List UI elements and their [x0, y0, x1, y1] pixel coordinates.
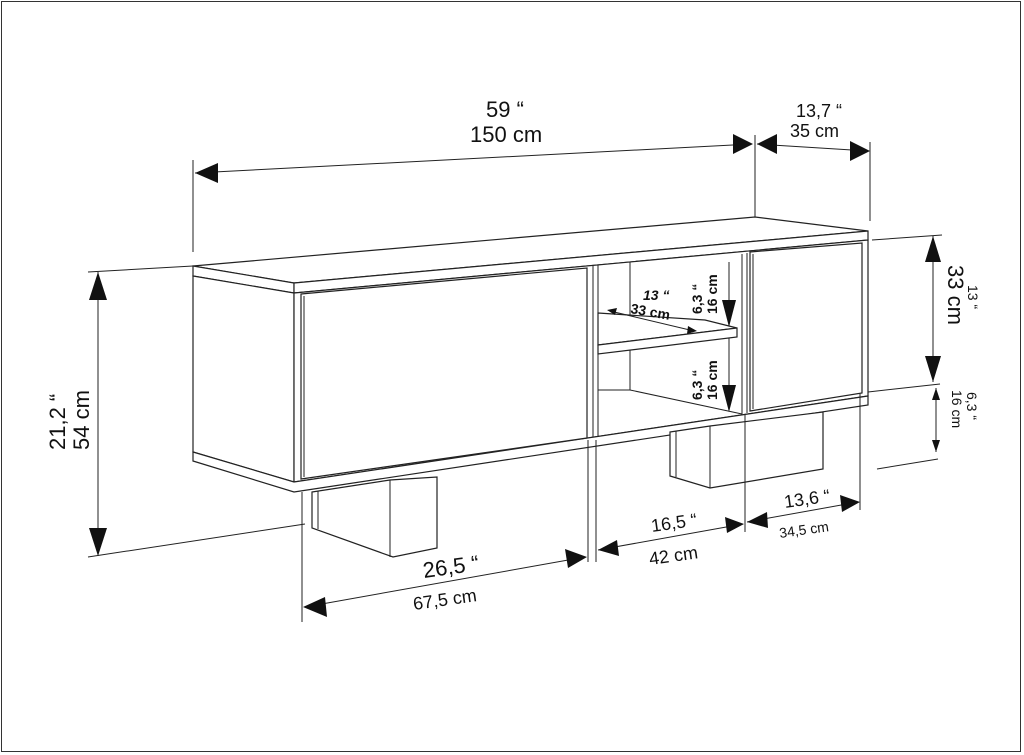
arrow-icon [932, 388, 940, 400]
left-section-inch: 26,5 “ [421, 550, 480, 583]
legs [311, 411, 824, 558]
dimension-lines [87, 134, 943, 622]
arrow-icon [195, 163, 218, 183]
total-height-inch: 21,2 “ [45, 394, 70, 450]
lower-compartment-inch: 6,3 “ [689, 370, 705, 400]
cabinet-left-side [192, 275, 295, 483]
arrow-icon [757, 134, 777, 154]
middle-shelf-front [597, 327, 738, 355]
arrow-icon [565, 549, 587, 568]
right-section-cm: 34,5 cm [778, 518, 830, 541]
left-door [300, 267, 588, 480]
depth-cm: 35 cm [790, 121, 839, 141]
shelf-depth-cm: 33 cm [629, 300, 671, 323]
arrow-icon [722, 385, 736, 412]
shelf-depth-inch: 13 “ [643, 287, 669, 303]
total-width-cm: 150 cm [470, 122, 542, 147]
left-leg [311, 476, 438, 558]
leg-height-inch: 6,3 “ [964, 392, 980, 420]
total-height-cm: 54 cm [69, 390, 94, 450]
body-height-cm: 33 cm [943, 265, 968, 325]
arrow-icon [725, 517, 744, 533]
arrow-icon [598, 540, 619, 556]
arrow-icon [89, 528, 107, 556]
depth-inch: 13,7 “ [796, 101, 842, 121]
right-door [749, 242, 863, 412]
arrow-icon [925, 236, 941, 262]
arrow-icon [925, 356, 941, 382]
arrow-icon [303, 597, 327, 617]
arrow-icon [687, 326, 697, 334]
lower-compartment-cm: 16 cm [704, 360, 720, 400]
total-width-inch: 59 “ [486, 97, 524, 122]
middle-section-inch: 16,5 “ [650, 510, 698, 536]
middle-section-cm: 42 cm [648, 542, 699, 569]
upper-compartment-inch: 6,3 “ [689, 284, 705, 314]
arrow-icon [607, 308, 617, 315]
body-height-inch: 13 “ [965, 285, 981, 309]
cabinet [192, 216, 869, 493]
arrow-icon [932, 440, 940, 452]
arrow-icon [733, 134, 753, 154]
arrow-icon [840, 495, 860, 512]
arrow-icon [722, 300, 736, 327]
left-section-cm: 67,5 cm [412, 585, 478, 614]
arrow-icon [89, 272, 107, 300]
leg-height-cm: 16 cm [949, 390, 965, 428]
upper-compartment-cm: 16 cm [704, 274, 720, 314]
arrow-icon [850, 141, 870, 161]
arrow-icon [747, 512, 768, 528]
